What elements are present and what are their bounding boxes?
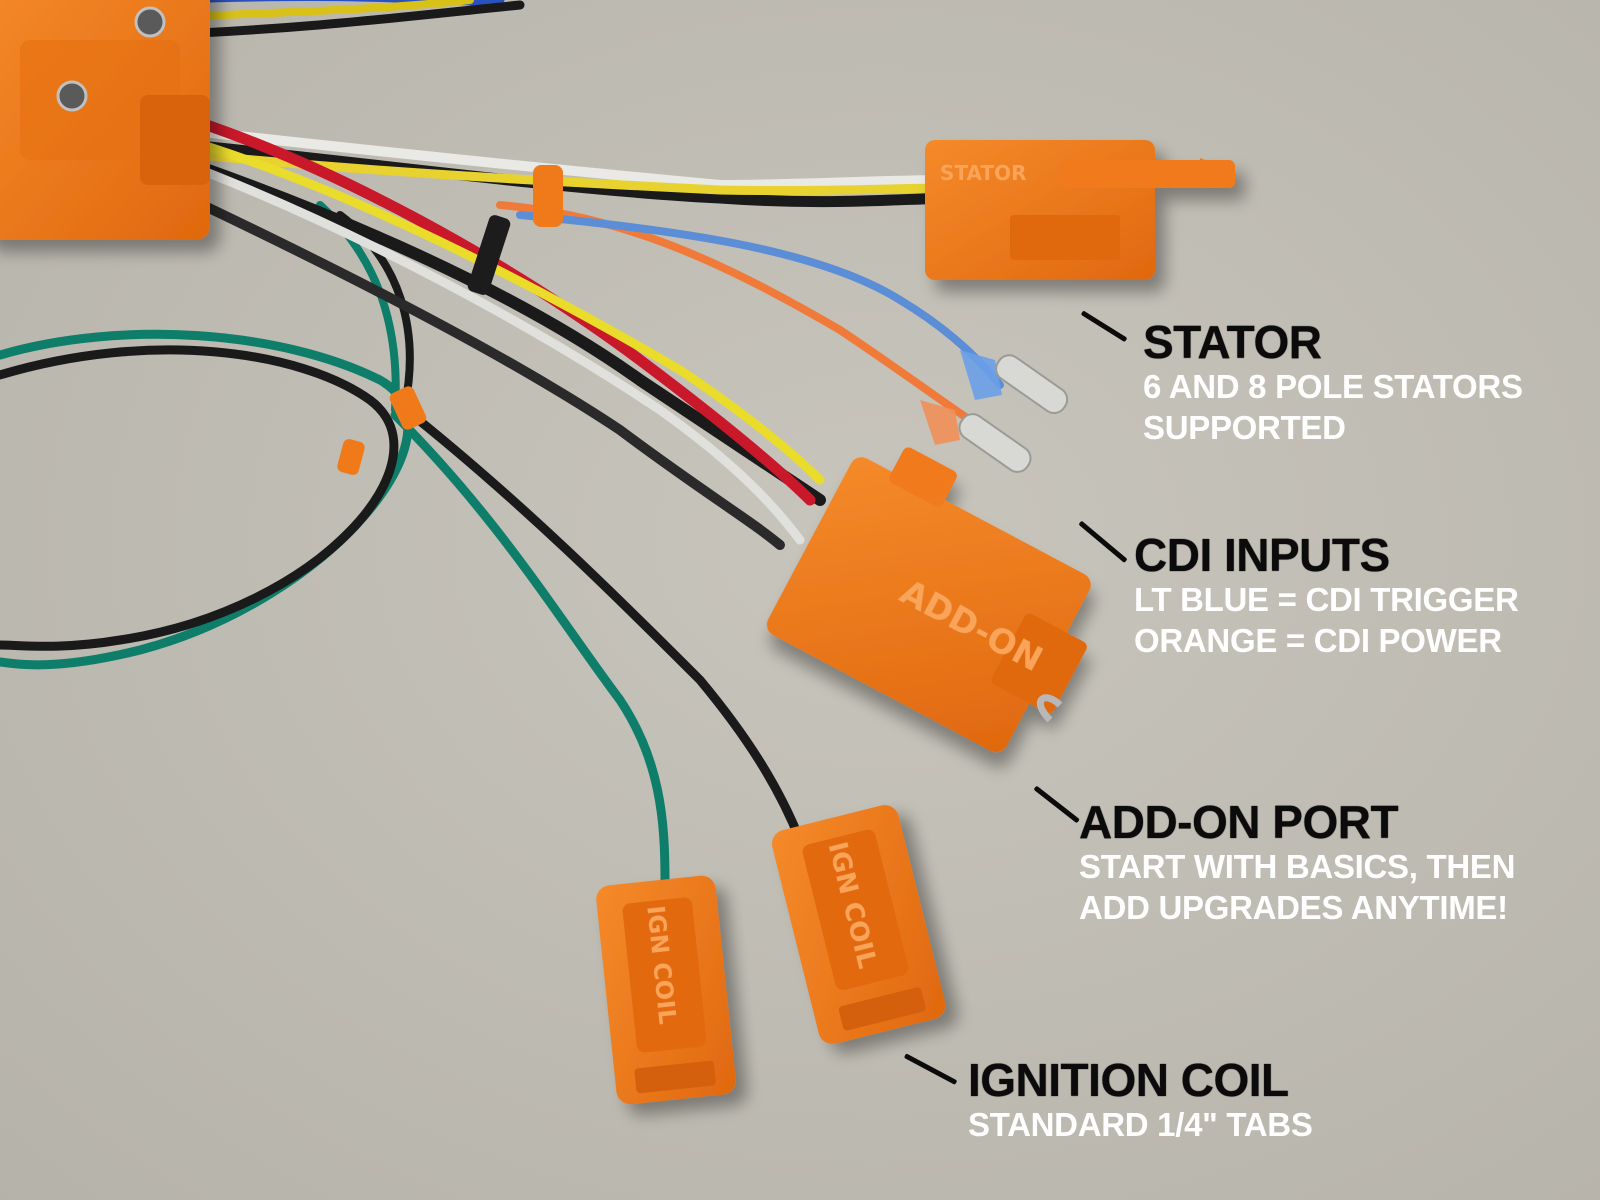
cdi-callout: CDI INPUTS LT BLUE = CDI TRIGGER ORANGE … [1134,531,1519,661]
ign-coil-connector-right: IGN COIL [771,805,946,1045]
stator-connector: STATOR [925,140,1235,280]
main-harness-housing [0,0,210,240]
main-wire-bundle [134,0,1004,550]
cdi-callout-title: CDI INPUTS [1134,529,1390,581]
addon-callout-line-2: ADD UPGRADES ANYTIME! [1079,889,1508,926]
ign-coil-connector-left: IGN COIL [596,875,736,1105]
stator-callout-line-2: SUPPORTED [1143,409,1346,446]
addon-callout-title: ADD-ON PORT [1079,796,1399,848]
cdi-bullet-terminals [920,350,1069,473]
coil-callout-title: IGNITION COIL [968,1054,1289,1106]
stator-connector-label: STATOR [940,161,1026,185]
stator-callout: STATOR 6 AND 8 POLE STATORS SUPPORTED [1143,318,1523,448]
addon-callout: ADD-ON PORT START WITH BASICS, THEN ADD … [1079,798,1515,928]
wire-clips [337,165,563,475]
cdi-callout-line-1: LT BLUE = CDI TRIGGER [1134,581,1519,618]
cdi-callout-line-2: ORANGE = CDI POWER [1134,622,1502,659]
add-on-loop-wire [1036,694,1063,723]
coil-callout-line-1: STANDARD 1/4" TABS [968,1106,1313,1143]
stator-callout-title: STATOR [1143,316,1322,368]
stator-callout-line-1: 6 AND 8 POLE STATORS [1143,368,1523,405]
add-on-connector: ADD-ON [766,447,1091,753]
addon-callout-line-1: START WITH BASICS, THEN [1079,848,1516,885]
coil-callout: IGNITION COIL STANDARD 1/4" TABS [968,1056,1313,1145]
